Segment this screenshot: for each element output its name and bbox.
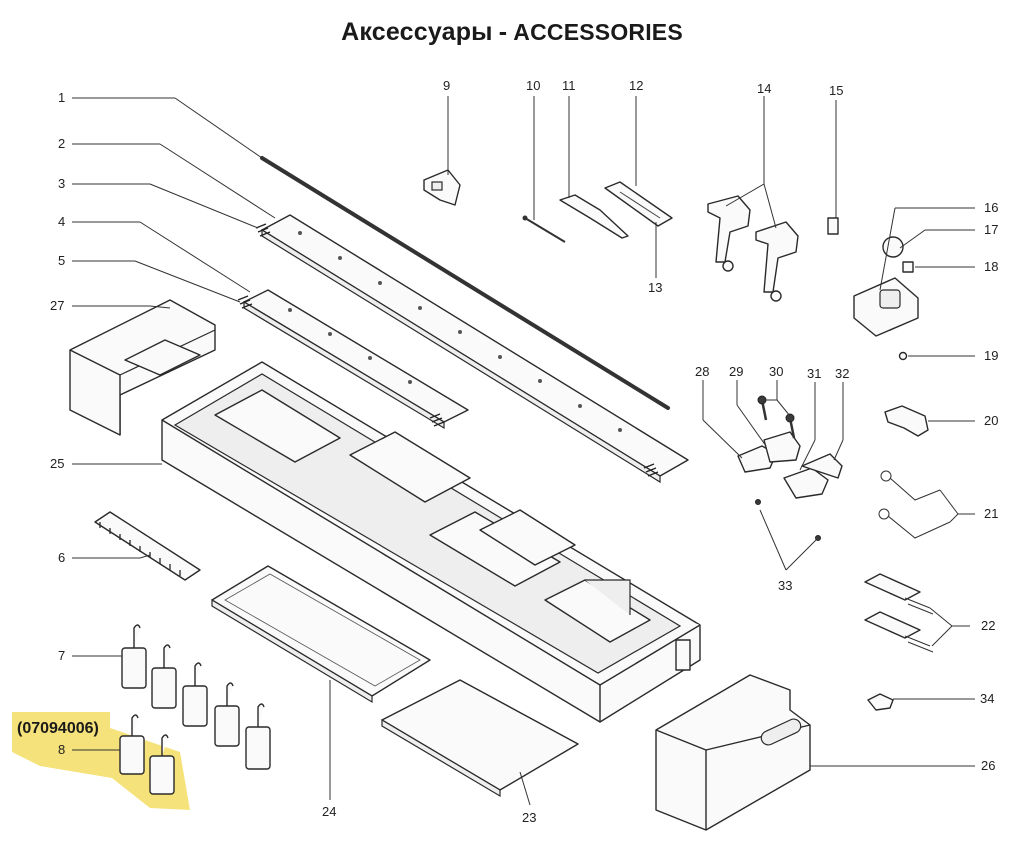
part-25-case-tray <box>161 361 701 723</box>
part-8-weights <box>119 714 175 795</box>
label-part-17: 17 <box>984 222 998 237</box>
label-part-18: 18 <box>984 259 998 274</box>
label-part-16: 16 <box>984 200 998 215</box>
label-part-33: 33 <box>778 578 792 593</box>
label-part-27: 27 <box>50 298 64 313</box>
highlight-area <box>12 712 190 810</box>
part-26-foam-end <box>655 674 811 831</box>
label-part-2: 2 <box>58 136 65 151</box>
highlight-code-label: (07094006) <box>17 720 99 737</box>
part-14-clamps <box>707 195 799 302</box>
part-19-washer <box>898 351 908 361</box>
label-part-12: 12 <box>629 78 643 93</box>
part-10-tool <box>522 215 566 243</box>
title-en: ACCESSORIES <box>513 19 683 45</box>
part-4-5-plate <box>237 289 469 430</box>
title-ru: Аксессуары <box>341 18 493 46</box>
part-11-tool <box>559 194 629 239</box>
label-part-10: 10 <box>526 78 540 93</box>
label-part-4: 4 <box>58 214 65 229</box>
part-16-18-carriage <box>853 236 919 337</box>
label-part-30: 30 <box>769 364 783 379</box>
label-part-34: 34 <box>980 691 994 706</box>
part-15-clip <box>827 217 839 235</box>
leader-lines <box>72 96 975 806</box>
label-part-13: 13 <box>648 280 662 295</box>
label-part-8: 8 <box>58 742 65 757</box>
part-22-plates <box>864 573 934 653</box>
part-12-13-gauge <box>604 181 673 227</box>
page-title: Аксессуары-ACCESSORIES <box>0 18 1024 47</box>
label-part-14: 14 <box>757 81 771 96</box>
label-part-3: 3 <box>58 176 65 191</box>
part-20-latch <box>884 405 929 437</box>
label-part-28: 28 <box>695 364 709 379</box>
part-9-bracket <box>423 169 461 206</box>
part-1-rod <box>260 156 670 410</box>
label-part-15: 15 <box>829 83 843 98</box>
label-part-22: 22 <box>981 618 995 633</box>
part-23-sheet <box>381 679 579 798</box>
label-part-6: 6 <box>58 550 65 565</box>
part-28-33-assembly <box>737 395 843 541</box>
label-part-20: 20 <box>984 413 998 428</box>
label-part-24: 24 <box>322 804 336 819</box>
label-part-19: 19 <box>984 348 998 363</box>
label-part-11: 11 <box>562 78 576 93</box>
label-part-26: 26 <box>981 758 995 773</box>
label-part-29: 29 <box>729 364 743 379</box>
label-part-5: 5 <box>58 253 65 268</box>
part-27-foam-block <box>69 299 216 436</box>
part-24-sheet <box>211 565 431 704</box>
part-21-springs <box>878 470 951 539</box>
label-part-9: 9 <box>443 78 450 93</box>
part-labels: 1 2 3 4 5 6 7 8 9 10 11 12 13 14 15 16 1… <box>50 78 998 825</box>
label-part-25: 25 <box>50 456 64 471</box>
part-34-piece <box>867 693 894 711</box>
part-7-weights <box>121 624 271 770</box>
title-separator: - <box>498 18 508 46</box>
part-6-comb <box>94 511 201 581</box>
label-part-1: 1 <box>58 90 65 105</box>
label-part-7: 7 <box>58 648 65 663</box>
label-part-31: 31 <box>807 366 821 381</box>
label-part-32: 32 <box>835 366 849 381</box>
part-2-plate <box>255 214 689 484</box>
label-part-23: 23 <box>522 810 536 825</box>
label-part-21: 21 <box>984 506 998 521</box>
